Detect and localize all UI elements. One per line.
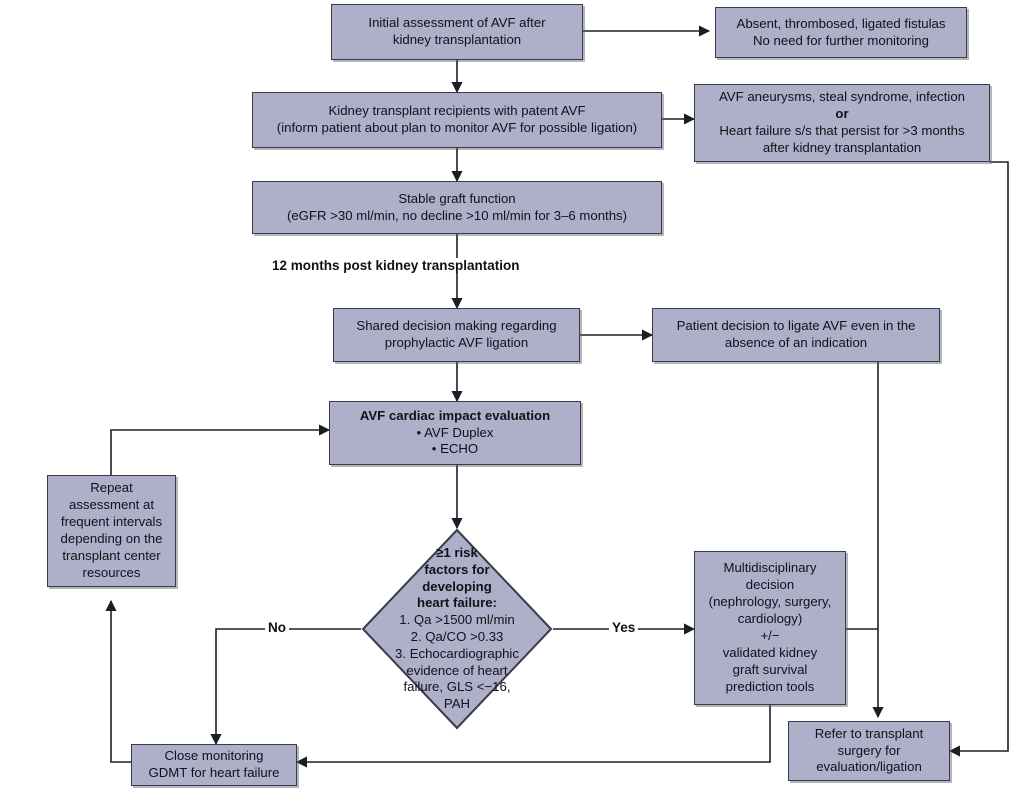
patient-decision-line2: absence of an indication <box>724 335 868 350</box>
refer-line-1: Refer to transplant <box>814 725 924 741</box>
risk-heading-2: factors for <box>424 561 490 577</box>
initial-assessment-line2: kidney transplantation <box>392 32 522 47</box>
edge-close-monitoring-to-repeat <box>105 599 131 763</box>
patent-avf-line1: Kidney transplant recipients with patent… <box>328 103 586 119</box>
node-patent-avf[interactable]: Kidney transplant recipients with patent… <box>252 92 662 148</box>
risk-item-4: evidence of heart <box>406 662 508 678</box>
stable-graft-line2: (eGFR >30 ml/min, no decline >10 ml/min … <box>286 207 628 223</box>
complications-line3: Heart failure s/s that persist for >3 mo… <box>719 123 965 138</box>
node-risk-factors-decision[interactable]: ≥1 risk factors for developing heart fai… <box>361 528 553 730</box>
multi-line-2: decision <box>745 577 795 593</box>
multi-line-1: Multidisciplinary <box>723 560 817 576</box>
edge-complications-to-refer <box>948 161 1009 757</box>
node-absent-fistulas[interactable]: Absent, thrombosed, ligated fistulas No … <box>715 7 967 58</box>
node-repeat-assessment[interactable]: Repeat assessment at frequent intervals … <box>47 475 176 587</box>
node-patient-decision[interactable]: Patient decision to ligate AVF even in t… <box>652 308 940 362</box>
risk-heading-4: heart failure: <box>417 595 497 611</box>
node-initial-assessment[interactable]: Initial assessment of AVF after kidney t… <box>331 4 583 60</box>
close-monitoring-line2: GDMT for heart failure <box>148 765 280 780</box>
initial-assessment-line1: Initial assessment of AVF after <box>368 15 546 31</box>
node-avf-complications[interactable]: AVF aneurysms, steal syndrome, infection… <box>694 84 990 162</box>
edge-label-yes: Yes <box>609 620 639 635</box>
cardiac-impact-bullet-1: • AVF Duplex <box>416 424 494 440</box>
multi-line-5: +/− <box>760 628 780 643</box>
node-stable-graft-function[interactable]: Stable graft function (eGFR >30 ml/min, … <box>252 181 662 234</box>
edge-repeat-to-cardiac <box>110 424 331 475</box>
node-refer-transplant-surgery[interactable]: Refer to transplant surgery for evaluati… <box>788 721 950 781</box>
cardiac-impact-bullet-2: • ECHO <box>431 441 479 457</box>
risk-item-2: 2. Qa/CO >0.33 <box>410 629 504 644</box>
repeat-line-2: assessment at <box>68 497 155 513</box>
node-cardiac-impact-evaluation[interactable]: AVF cardiac impact evaluation • AVF Dupl… <box>329 401 581 465</box>
refer-line-3: evaluation/ligation <box>816 759 922 775</box>
multi-line-6: validated kidney <box>722 644 818 660</box>
node-close-monitoring[interactable]: Close monitoring GDMT for heart failure <box>131 744 297 786</box>
multi-line-8: prediction tools <box>725 678 815 694</box>
shared-decision-line1: Shared decision making regarding <box>356 318 557 334</box>
shared-decision-line2: prophylactic AVF ligation <box>384 335 529 350</box>
stable-graft-line1: Stable graft function <box>398 190 516 206</box>
diamond-shape <box>361 528 553 730</box>
risk-item-6: PAH <box>443 696 471 712</box>
patent-avf-line2: (inform patient about plan to monitor AV… <box>276 120 638 135</box>
repeat-line-3: frequent intervals <box>60 514 163 530</box>
close-monitoring-line1: Close monitoring <box>164 748 264 764</box>
label-12-months-post-transplant: 12 months post kidney transplantation <box>268 258 524 273</box>
repeat-line-1: Repeat <box>90 480 133 496</box>
repeat-line-4: depending on the <box>60 531 163 546</box>
repeat-line-6: resources <box>82 564 141 580</box>
node-shared-decision[interactable]: Shared decision making regarding prophyl… <box>333 308 580 362</box>
node-multidisciplinary-decision[interactable]: Multidisciplinary decision (nephrology, … <box>694 551 846 705</box>
multi-line-7: graft survival <box>732 661 808 677</box>
repeat-line-5: transplant center <box>62 547 161 563</box>
refer-line-2: surgery for <box>837 742 901 758</box>
cardiac-impact-heading: AVF cardiac impact evaluation <box>359 407 551 423</box>
risk-item-5: failure, GLS <−16, <box>403 679 511 695</box>
complications-line2: or <box>835 106 849 122</box>
risk-heading-1: ≥1 risk <box>436 545 478 561</box>
risk-item-1: 1. Qa >1500 ml/min <box>399 612 515 628</box>
edge-risk-no-to-close-monitoring <box>210 628 361 746</box>
multi-line-4: cardiology) <box>737 611 803 627</box>
absent-fistulas-line2: No need for further monitoring <box>753 32 929 48</box>
risk-heading-3: developing <box>422 578 492 594</box>
complications-line1: AVF aneurysms, steal syndrome, infection <box>718 89 966 105</box>
complications-line4: after kidney transplantation <box>762 139 922 155</box>
risk-item-3: 3. Echocardiographic <box>395 645 519 661</box>
edge-label-no: No <box>265 620 289 635</box>
multi-line-3: (nephrology, surgery, <box>708 594 832 610</box>
absent-fistulas-line1: Absent, thrombosed, ligated fistulas <box>736 15 946 31</box>
patient-decision-line1: Patient decision to ligate AVF even in t… <box>676 318 916 334</box>
